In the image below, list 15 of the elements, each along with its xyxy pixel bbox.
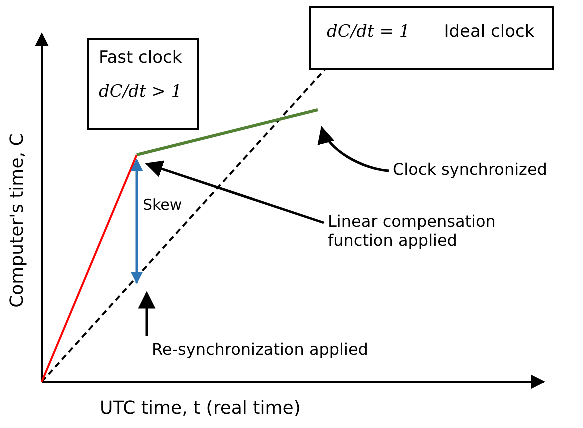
formula: dC/dt = 1: [327, 22, 410, 42]
arrow: [145, 160, 324, 224]
annotation: Re-synchronization applied: [152, 340, 368, 360]
axis-label: Computer's time, C: [7, 132, 29, 310]
formula-box: [309, 6, 554, 70]
box-heading: Fast clock: [99, 48, 184, 68]
box-heading: Ideal clock: [444, 22, 535, 42]
annotation: Linear compensation function applied: [328, 212, 508, 250]
annotation: Clock synchronized: [393, 160, 548, 180]
arrow: [138, 291, 156, 336]
formula: dC/dt > 1: [99, 82, 184, 102]
formula-box: [87, 38, 199, 130]
curved-arrow: [319, 126, 390, 172]
annotation: Skew: [143, 196, 182, 214]
axis-label: UTC time, t (real time): [100, 398, 301, 420]
